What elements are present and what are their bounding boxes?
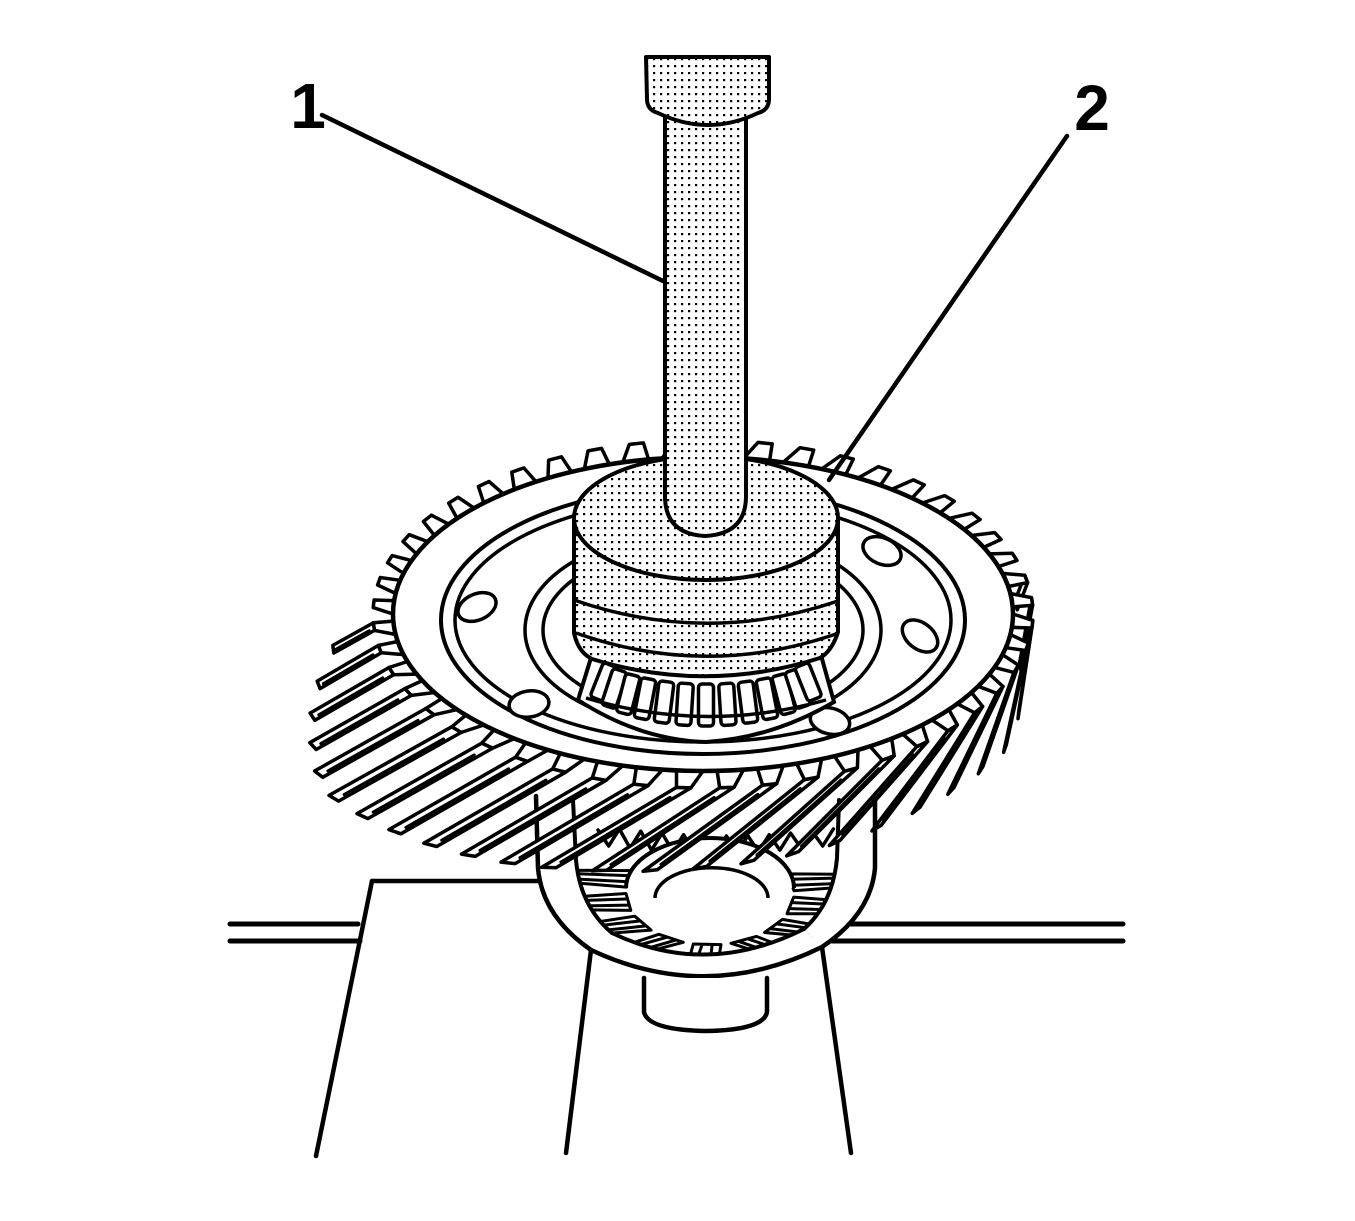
callout-2-leader-line — [826, 133, 1070, 483]
gear-tooth-flank-line — [478, 787, 588, 852]
bearing-roller — [674, 681, 695, 728]
gear-tooth-top — [1010, 612, 1035, 630]
gear-tooth-top — [715, 767, 746, 790]
gear-tooth-top — [900, 723, 930, 749]
bearing-roller — [754, 676, 780, 722]
press-ram-shaft — [644, 55, 771, 538]
gear-tooth-top — [976, 672, 1005, 696]
callout-1-label: 1 — [290, 70, 326, 142]
case-bowl-outer — [588, 944, 825, 979]
gear-tooth-top — [1008, 591, 1035, 609]
gear-tooth-flank-line — [659, 792, 760, 866]
gear-tooth-flank-line — [518, 793, 629, 860]
case-arm-left-inner — [571, 798, 614, 935]
press-support-block-edge — [313, 878, 375, 1159]
gear-tooth-top — [955, 690, 985, 715]
case-stub-fill — [644, 978, 767, 1031]
gear-tooth-top — [401, 532, 430, 556]
gear-tooth-flank-line — [882, 737, 947, 822]
gear-tooth-top — [480, 728, 517, 750]
gear-tooth-flank-line — [982, 678, 1015, 764]
ram-head — [644, 55, 771, 127]
bearing-roller — [615, 672, 642, 717]
gear-tooth-flank-line — [609, 795, 716, 867]
gear-tooth-flank-line — [559, 795, 672, 864]
gear-tooth-flank-line — [371, 753, 476, 814]
gear-tooth-top — [510, 466, 538, 492]
gear-tooth-top — [889, 478, 926, 500]
gear-tooth-top — [476, 479, 506, 505]
gear-tooth-top — [930, 707, 960, 733]
bearing-race-bottom-line — [585, 696, 827, 719]
callout-2-label: 2 — [1074, 72, 1110, 144]
case-stub-outline — [641, 975, 770, 1034]
gear-tooth-flank-line — [342, 737, 445, 796]
gear-tooth-flank-line — [1005, 656, 1027, 742]
bearing-roller — [652, 679, 676, 725]
gear-bolt-hole — [861, 534, 903, 568]
gear-tooth-top — [621, 441, 651, 465]
gear-tooth-flank-line — [800, 767, 881, 848]
callout-1-leader-line — [319, 112, 666, 284]
gear-tooth-top — [371, 598, 396, 616]
gear-tooth-flank-line — [404, 767, 511, 829]
case-arm-right-outline — [819, 793, 878, 1156]
gear-tooth-flank-line — [841, 753, 916, 837]
gear-bolt-hole — [507, 689, 551, 719]
gear-tooth-top — [446, 495, 476, 521]
gear-bolt-hole — [456, 590, 498, 624]
gear-tooth-top — [920, 493, 957, 515]
case-bowl-inner — [610, 927, 806, 957]
bearing-rollers — [589, 661, 823, 728]
installer-groove-2 — [575, 631, 837, 658]
gear-tooth-top — [755, 763, 785, 787]
gear-tooth-flank-line — [755, 778, 843, 857]
bearing-roller — [696, 682, 716, 728]
gear-tooth-top — [674, 768, 705, 790]
bearing-roller — [717, 681, 738, 728]
installer-groove-1 — [573, 598, 839, 625]
gear-tooth-top — [632, 765, 665, 788]
gear-tooth-flank-line — [440, 778, 548, 842]
gear-tooth-flank-line — [920, 719, 974, 804]
gear-tooth-top — [421, 513, 451, 538]
gear-tooth-top — [424, 696, 459, 717]
gear-tooth-top — [868, 736, 896, 762]
workbench-surface — [227, 878, 1126, 1159]
differential-case-front — [533, 793, 878, 1156]
bevel-hub-inner-arc — [653, 866, 770, 899]
gear-bolt-hole — [900, 618, 940, 654]
case-arm-left-outline — [533, 793, 594, 1156]
gear-bolt-holes — [456, 534, 940, 737]
gear-tooth-flank-line — [708, 787, 802, 863]
ram-shaft-tube — [663, 106, 748, 538]
callouts: 1 2 — [290, 70, 1110, 483]
gear-tooth-flank-line — [317, 676, 385, 717]
gear-tooth-flank-line — [319, 698, 400, 745]
bearing-roller — [736, 679, 760, 725]
gear-tooth-top — [449, 713, 486, 735]
gear-tooth-flank-line — [326, 718, 420, 773]
gear-tooth-top — [371, 619, 398, 637]
gear-tooth-flank-line — [954, 699, 997, 785]
gear-tooth-top — [403, 678, 437, 698]
gear-tooth-top — [741, 440, 774, 463]
case-arm-right-inner — [802, 798, 841, 931]
gear-tooth-top — [947, 511, 982, 532]
case-bowl-band — [591, 929, 822, 977]
gear-tooth-flank-line — [321, 653, 375, 686]
gear-tooth-top — [969, 530, 1003, 550]
gear-tooth-flank-line — [334, 629, 371, 651]
